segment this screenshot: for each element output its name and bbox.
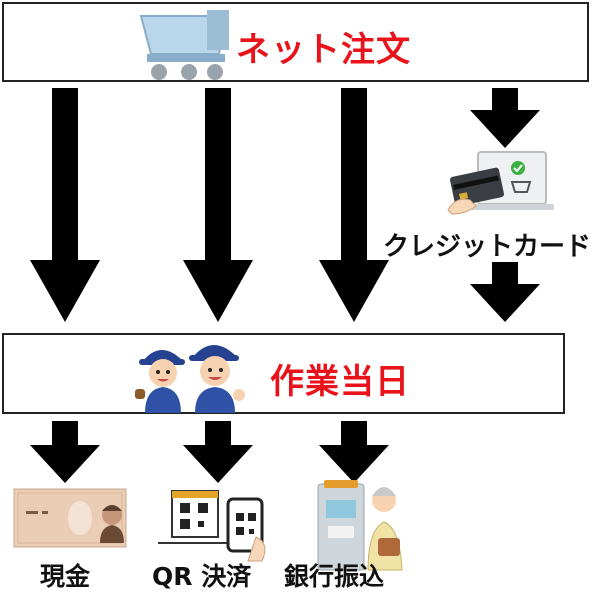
arrow-credit-card-to-day: [470, 262, 540, 322]
cash-icon: [13, 488, 127, 548]
arrow-to-bank: [319, 421, 389, 483]
arrow-to-qr: [183, 421, 253, 483]
payment-label-qr: QR 決済: [152, 562, 252, 591]
online-order-title: ネット注文: [236, 30, 411, 70]
shopping-cart-icon: [139, 10, 229, 80]
arrow-bank-path: [319, 88, 389, 322]
work-day-title: 作業当日: [270, 362, 410, 402]
arrow-to-cash: [30, 421, 100, 483]
workers-icon: [135, 345, 245, 413]
credit-card-label: クレジットカード: [383, 232, 592, 262]
work-day-box: 作業当日: [2, 333, 565, 414]
arrow-cash-path: [30, 88, 100, 322]
credit-card-laptop-icon: [447, 151, 554, 215]
qr-code-icon: [158, 490, 266, 562]
payment-label-bank: 銀行振込: [284, 562, 385, 591]
arrow-qr-path: [183, 88, 253, 322]
atm-icon: [317, 480, 403, 571]
online-order-box: ネット注文: [2, 2, 589, 82]
payment-label-cash: 現金: [40, 562, 91, 591]
arrow-to-credit-card: [470, 88, 540, 148]
